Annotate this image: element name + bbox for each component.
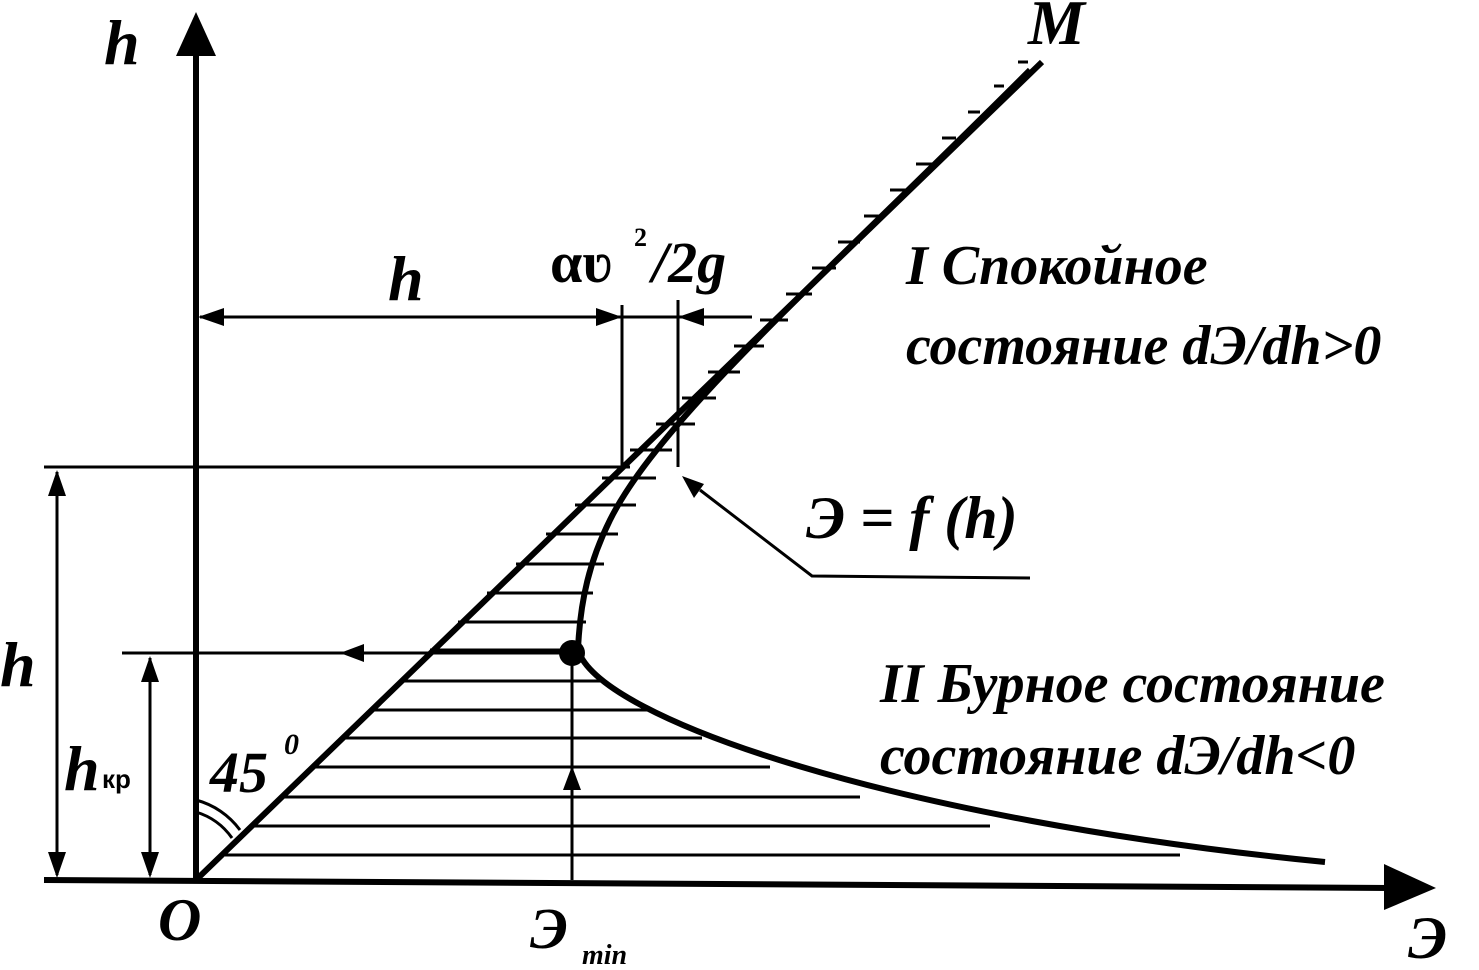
emin-sub-label: min	[582, 940, 627, 970]
emin-arrow	[563, 766, 581, 790]
curve-leader	[699, 488, 1031, 580]
dim-hkr-arrow-top	[141, 656, 159, 682]
turbulent-zone-line1: II Бурное состояние	[879, 653, 1385, 715]
curve-label: Э = f (h)	[806, 485, 1018, 551]
h-left-label: h	[0, 629, 36, 700]
dim-v-arrow-right	[678, 308, 704, 326]
origin-label: O	[158, 887, 201, 953]
dim-h-top-arrow-left	[198, 308, 224, 326]
e-axis	[43, 877, 1391, 891]
velocity-label: αʋ	[550, 230, 613, 295]
angle-sup-label: 0	[284, 728, 299, 761]
axis-h-label: h	[104, 7, 140, 78]
energy-curve	[574, 67, 1326, 865]
dim-h-top-arrow-right	[596, 308, 622, 326]
h-axis-arrow	[176, 12, 216, 56]
velocity-sup-label: 2	[634, 223, 647, 252]
velocity-rest-label: /2g	[648, 230, 726, 295]
emin-label: Э	[530, 896, 568, 961]
hkr-sub-label: кр	[102, 764, 131, 794]
curve-leader-arrow	[682, 476, 704, 498]
e-axis-arrow	[1384, 864, 1436, 910]
turbulent-zone-line2: состояние dЭ/dh<0	[880, 725, 1355, 787]
angle-arc-inner	[195, 810, 234, 839]
calm-zone-line2: состояние dЭ/dh>0	[906, 315, 1381, 377]
dim-hkr-arrow-bottom	[141, 852, 159, 878]
critical-point	[559, 640, 585, 666]
dim-h-left-arrow-bottom	[48, 852, 66, 878]
calm-zone-line1: I Спокойное	[905, 235, 1208, 297]
point-m-label: M	[1027, 0, 1087, 58]
axis-e-label: Э	[1408, 905, 1447, 970]
critical-h-arrow	[340, 644, 364, 662]
angle-label: 45	[209, 740, 268, 805]
hkr-label: h	[64, 733, 100, 804]
dim-h-left-arrow-top	[48, 470, 66, 496]
h-top-label: h	[388, 243, 424, 314]
angle-arc	[195, 798, 242, 831]
